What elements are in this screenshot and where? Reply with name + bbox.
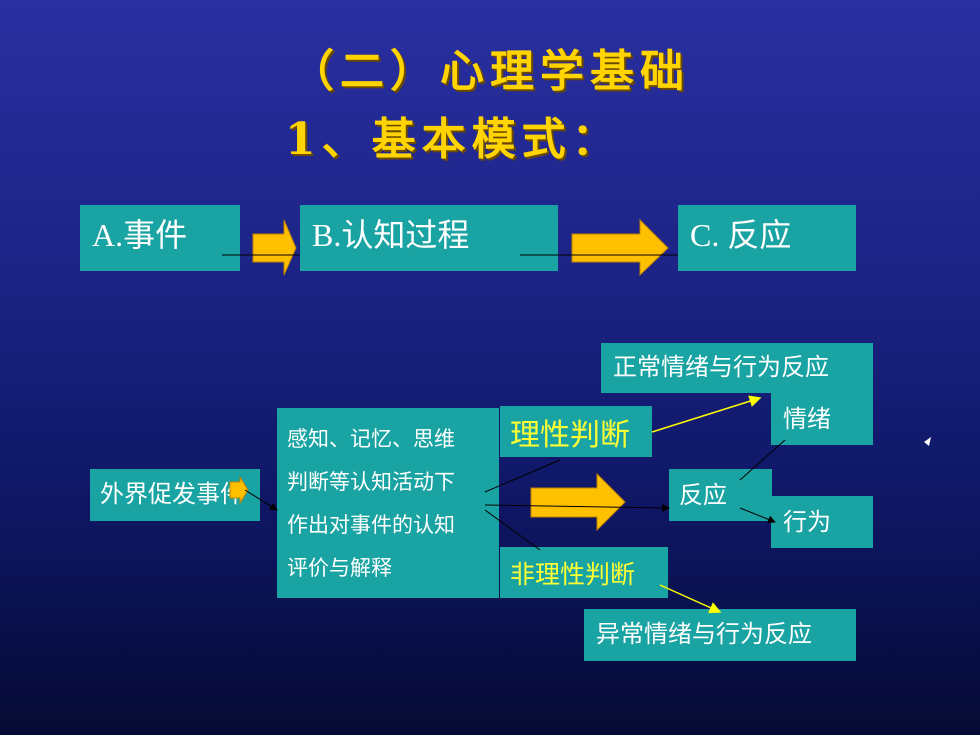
line-rational-normal — [651, 395, 762, 433]
box-b-cognition: B.认知过程 — [300, 205, 558, 271]
block-arrow-b-c — [571, 218, 669, 277]
block-arrow-a-b — [252, 219, 297, 276]
box-normal: 正常情绪与行为反应 — [601, 343, 873, 393]
block-arrow-middle — [530, 472, 626, 532]
line-reaction-emotion — [739, 439, 786, 481]
box-behavior: 行为 — [771, 496, 873, 548]
slide-subtitle: 1、基本模式： — [285, 114, 622, 165]
box-irrational: 非理性判断 — [500, 547, 668, 598]
box-abnormal: 异常情绪与行为反应 — [584, 609, 856, 661]
cognition-line-4: 评价与解释 — [287, 556, 392, 580]
box-rational: 理性判断 — [500, 406, 652, 457]
block-arrow-external — [229, 475, 249, 505]
line-to-reaction — [484, 503, 670, 512]
line-irrational-abnormal — [659, 584, 722, 614]
line-external-cognition — [244, 489, 278, 511]
box-a-event: A.事件 — [80, 205, 240, 271]
slide-title: （二）心理学基础 — [290, 46, 690, 97]
line-to-rational — [484, 459, 561, 493]
cognition-line-2: 判断等认知活动下 — [287, 470, 455, 494]
box-reaction: 反应 — [669, 469, 772, 521]
box-cognition-detail: 感知、记忆、思维 判断等认知活动下 作出对事件的认知 评价与解释 — [277, 408, 499, 598]
cognition-line-1: 感知、记忆、思维 — [287, 427, 455, 451]
line-reaction-behavior — [739, 507, 776, 524]
cognition-line-3: 作出对事件的认知 — [287, 513, 455, 537]
box-c-reaction: C. 反应 — [678, 205, 856, 271]
stray-marker — [924, 437, 931, 446]
box-emotion: 情绪 — [771, 393, 873, 445]
line-to-irrational — [484, 509, 541, 551]
